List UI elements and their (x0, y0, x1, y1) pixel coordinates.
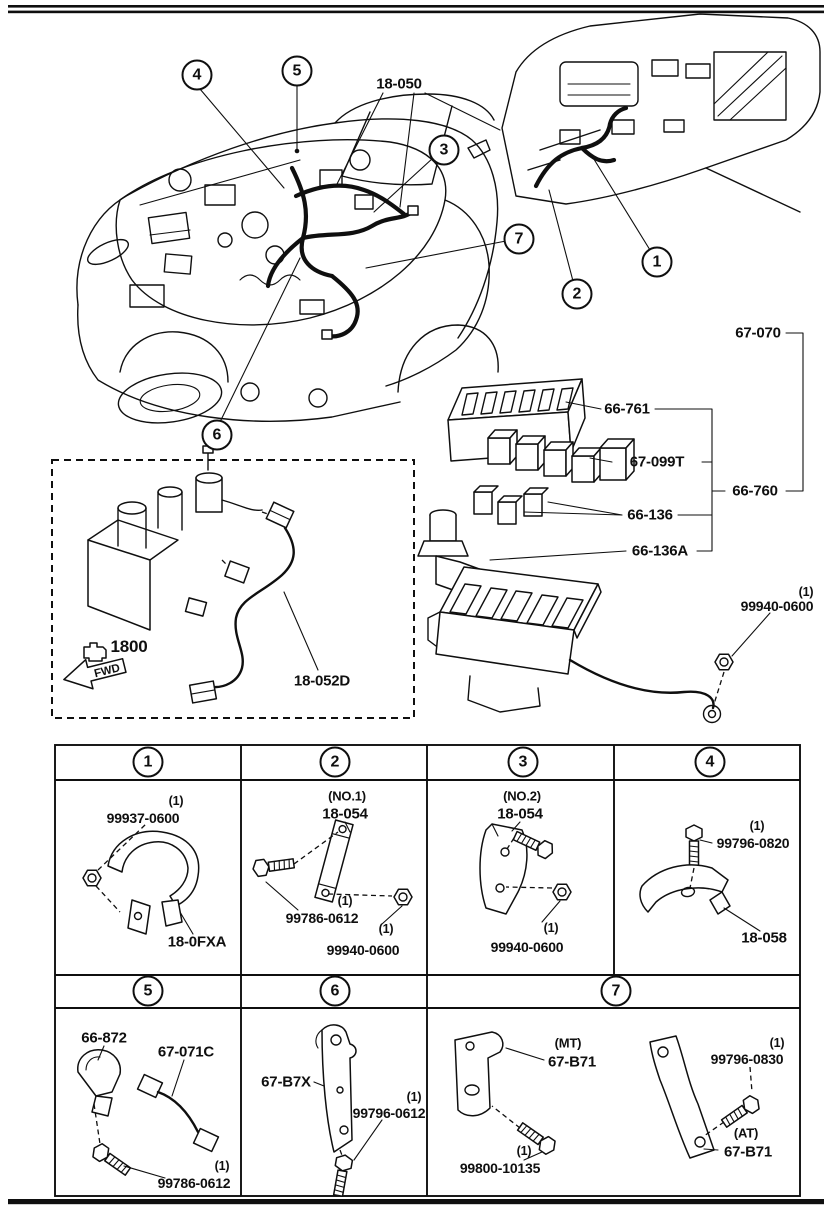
callout-6: 6 (201, 419, 233, 451)
cell7-mt-note: (MT) (554, 1035, 582, 1051)
table-header-2: 2 (319, 746, 351, 778)
cell7-bolt-qty: (1) (516, 1144, 532, 1158)
cell6-qty: (1) (406, 1090, 422, 1104)
cell6-part0: 67-B7X (261, 1073, 311, 1091)
part-sketch-18-058 (639, 824, 761, 932)
label-nut-qty: (1) (798, 585, 814, 599)
cell2-part2: 99940-0600 (326, 942, 400, 958)
inset-box: FWD (51, 445, 415, 719)
table-header-6: 6 (319, 975, 351, 1007)
car-front-illustration (76, 93, 499, 424)
cell2-part-main: 18-054 (322, 805, 368, 823)
label-67-099T: 67-099T (629, 453, 685, 471)
inset-harness-illustration (87, 445, 319, 704)
table-header-1: 1 (132, 746, 164, 778)
cell2-qty2: (1) (378, 922, 394, 936)
table-header-3: 3 (507, 746, 539, 778)
cell2-note: (NO.1) (328, 788, 366, 804)
part-sketch-66-872 (77, 1045, 122, 1117)
part-sketch-18-054-no1 (251, 819, 413, 925)
label-66-761: 66-761 (604, 400, 650, 418)
ground-wire-illustration (568, 653, 734, 724)
part-sketch-bolt-c5 (88, 1103, 166, 1179)
label-engine-size: 1800 (110, 637, 148, 656)
callout-4: 4 (181, 59, 213, 91)
cell5-part2: 99786-0612 (157, 1175, 231, 1191)
part-sketch-67-B71-at (649, 1035, 764, 1159)
callout-leader-lines (199, 84, 651, 423)
page-rules (8, 5, 824, 1205)
cell7-r-part: 99796-0830 (710, 1051, 784, 1067)
cell7-mt-part: 67-B71 (548, 1053, 596, 1071)
label-66-136A: 66-136A (631, 542, 689, 560)
cell2-part1: 99786-0612 (285, 910, 359, 926)
part-sketch-67-B7X (313, 1024, 383, 1198)
cell3-note: (NO.2) (503, 788, 541, 804)
cell7-at-note: (AT) (733, 1125, 759, 1141)
cell4-qty: (1) (749, 819, 765, 833)
part-sketch-67-B71-mt (454, 1031, 560, 1161)
cell3-qty: (1) (543, 921, 559, 935)
engine-harness-illustration (265, 165, 419, 340)
cell2-qty1: (1) (337, 894, 353, 908)
fuse-box-lower-illustration (427, 566, 602, 713)
table-header-4: 4 (694, 746, 726, 778)
part-sketch-67-071C (136, 1059, 220, 1153)
engine-size-icon (83, 642, 107, 662)
cell4-part-main: 18-058 (741, 929, 787, 947)
label-67-070: 67-070 (735, 324, 781, 342)
cell1-part-main: 18-0FXA (167, 933, 227, 951)
part-sketch-18-0FXA (82, 823, 200, 935)
cell1-qty: (1) (168, 794, 184, 808)
dashboard-harness-illustration (533, 105, 629, 189)
cell7-bolt-part: 99800-10135 (459, 1160, 541, 1176)
label-66-136: 66-136 (627, 506, 673, 524)
callout-5: 5 (281, 55, 313, 87)
cell7-at-part: 67-B71 (724, 1143, 772, 1161)
cell3-part-main: 18-054 (497, 805, 543, 823)
callout-2: 2 (561, 278, 593, 310)
label-nut-part: 99940-0600 (740, 598, 814, 614)
cell5-part0: 66-872 (81, 1029, 127, 1047)
cell4-part1: 99796-0820 (716, 835, 790, 851)
cell5-qty: (1) (214, 1159, 230, 1173)
table-header-7: 7 (600, 975, 632, 1007)
fuse-row-illustration (473, 485, 549, 525)
callout-3: 3 (428, 134, 460, 166)
table-header-5: 5 (132, 975, 164, 1007)
cell3-part1: 99940-0600 (490, 939, 564, 955)
callout-7: 7 (503, 223, 535, 255)
callout-1: 1 (641, 246, 673, 278)
table-grid (54, 744, 801, 1197)
relay-row-illustration (487, 429, 635, 483)
label-66-760: 66-760 (732, 482, 778, 500)
cell6-part1: 99796-0612 (352, 1105, 426, 1121)
part-sketch-18-054-no2 (479, 821, 572, 923)
fwd-arrow: FWD (63, 657, 127, 690)
cell7-r-qty: (1) (769, 1036, 785, 1050)
part-label-leader-lines (489, 332, 804, 657)
cell1-part: 99937-0600 (106, 810, 180, 826)
cell5-part1: 67-071C (157, 1043, 215, 1061)
label-18-052D: 18-052D (293, 672, 351, 690)
label-harness: 18-050 (376, 75, 422, 93)
dashboard-illustration (501, 13, 821, 213)
